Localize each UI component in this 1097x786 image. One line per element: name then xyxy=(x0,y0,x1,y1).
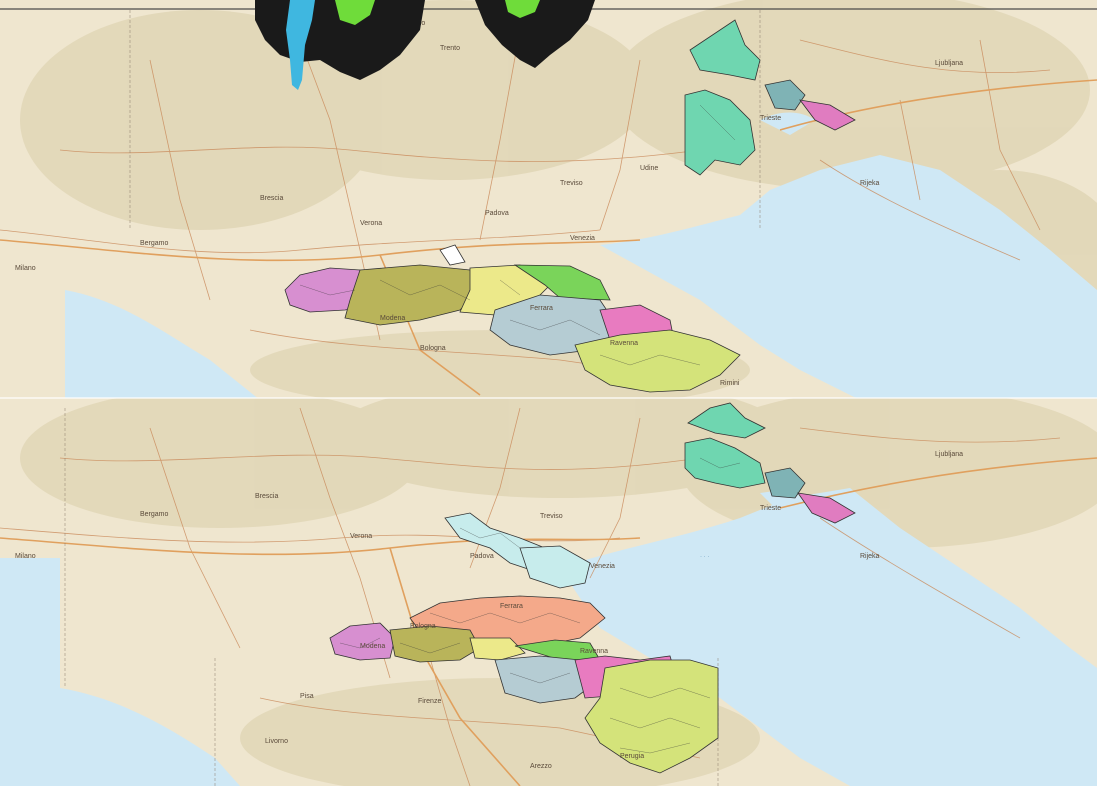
label-top-5: Venezia xyxy=(570,235,595,242)
label-bottom-16: Ravenna xyxy=(580,648,608,655)
label-bottom-1: Brescia xyxy=(255,493,278,500)
label-top-10: Trento xyxy=(440,45,460,52)
label-top-12: Udine xyxy=(640,165,658,172)
label-top-17: Rimini xyxy=(720,380,740,387)
label-bottom-3: Padova xyxy=(470,553,494,560)
tile-seam xyxy=(0,397,1097,399)
label-top-0: Bergamo xyxy=(140,240,169,247)
label-bottom-0: Bergamo xyxy=(140,511,169,518)
label-bottom-14: Modena xyxy=(360,643,385,650)
label-top-1: Brescia xyxy=(260,195,283,202)
label-bottom-18: Perugia xyxy=(620,753,644,760)
label-bottom-17: Arezzo xyxy=(530,763,552,770)
label-top-13: Bologna xyxy=(420,345,446,352)
label-top-16: Ravenna xyxy=(610,340,638,347)
label-bottom-12: Livorno xyxy=(265,738,288,745)
label-top-2: Verona xyxy=(360,220,382,227)
label-bottom-13: Bologna xyxy=(410,623,436,630)
label-bottom-4: Treviso xyxy=(540,513,563,520)
label-bottom-2: Verona xyxy=(350,533,372,540)
label-bottom-5: Venezia xyxy=(590,563,615,570)
label-top-7: Rijeka xyxy=(860,180,880,187)
label-bottom-9: Milano xyxy=(15,553,36,560)
label-top-14: Modena xyxy=(380,315,405,322)
label-top-4: Treviso xyxy=(560,180,583,187)
label-top-9: Milano xyxy=(15,265,36,272)
label-bottom-7: Rijeka xyxy=(860,553,880,560)
paint-drip-icon xyxy=(240,0,600,95)
svg-text:· · ·: · · · xyxy=(700,554,709,560)
label-bottom-11: Pisa xyxy=(300,693,314,700)
label-top-3: Padova xyxy=(485,210,509,217)
map-tile-bottom[interactable]: Bergamo Brescia Verona Padova Treviso Ve… xyxy=(0,398,1097,786)
label-bottom-8: Ljubljana xyxy=(935,451,963,458)
label-bottom-15: Ferrara xyxy=(500,603,523,610)
label-bottom-10: Firenze xyxy=(418,698,441,705)
label-top-8: Ljubljana xyxy=(935,60,963,67)
label-bottom-6: Trieste xyxy=(760,505,781,512)
label-top-15: Ferrara xyxy=(530,305,553,312)
label-top-6: Trieste xyxy=(760,115,781,122)
